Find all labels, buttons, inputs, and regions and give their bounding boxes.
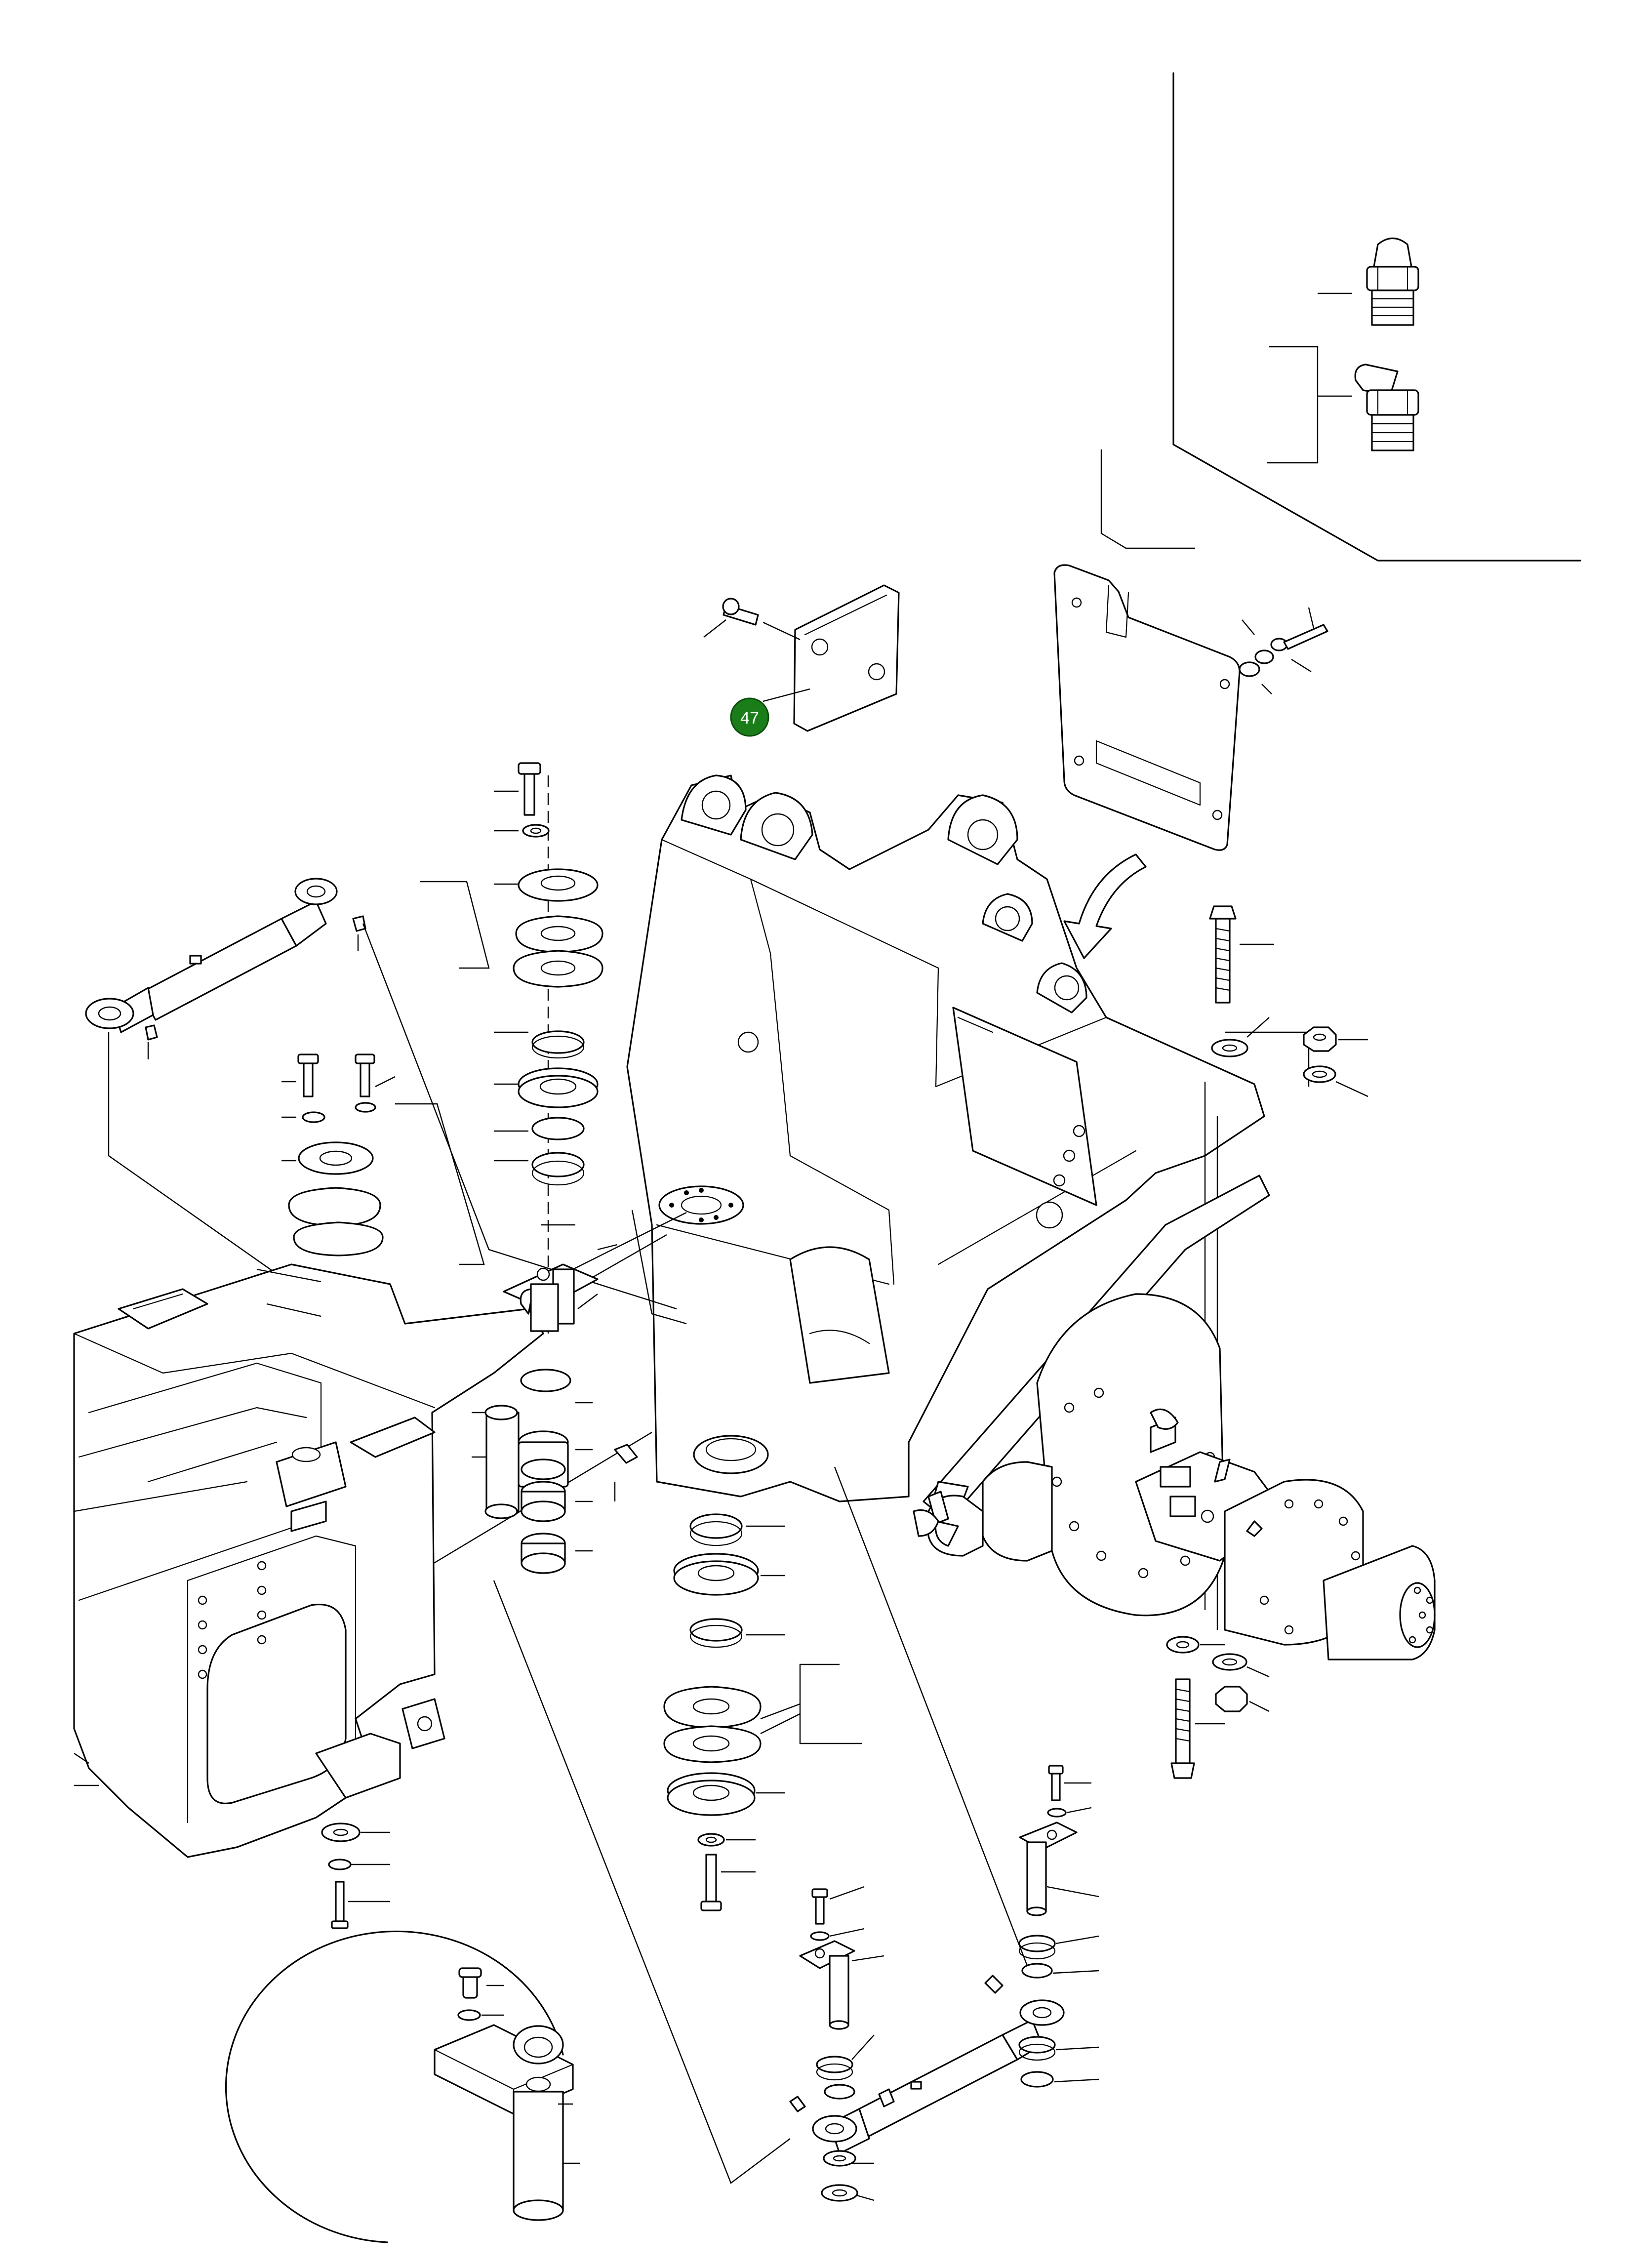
axle-fasteners	[1166, 905, 1368, 1779]
callout-47[interactable]: 47	[730, 697, 769, 737]
steering-cylinder-upper	[85, 878, 366, 1059]
rear-frame	[626, 774, 1265, 1502]
front-lower-bolt-stack	[321, 1822, 390, 1929]
bearing-stack-upper	[420, 762, 603, 1334]
bearing-stack-lower	[614, 1444, 862, 1911]
front-frame	[73, 1263, 544, 1858]
callout-47-label: 47	[740, 709, 759, 728]
grease-nipple-straight	[1318, 238, 1419, 326]
oscillating-axle	[913, 1174, 1436, 1660]
lower-pin-parts	[799, 1886, 884, 2202]
assembly-arrow	[1063, 853, 1147, 959]
grease-nipple-angled	[1267, 346, 1419, 464]
pivot-pins	[472, 1263, 599, 1574]
callout-47-marker[interactable]	[730, 697, 769, 737]
cover-plate	[703, 584, 900, 732]
shim-plate	[1053, 449, 1328, 851]
right-lower-pin-parts	[1018, 1765, 1099, 2088]
pivot-pin-detail	[225, 1930, 580, 2243]
misc-leaders	[74, 1224, 618, 1786]
subassembly-frame	[1172, 72, 1581, 562]
